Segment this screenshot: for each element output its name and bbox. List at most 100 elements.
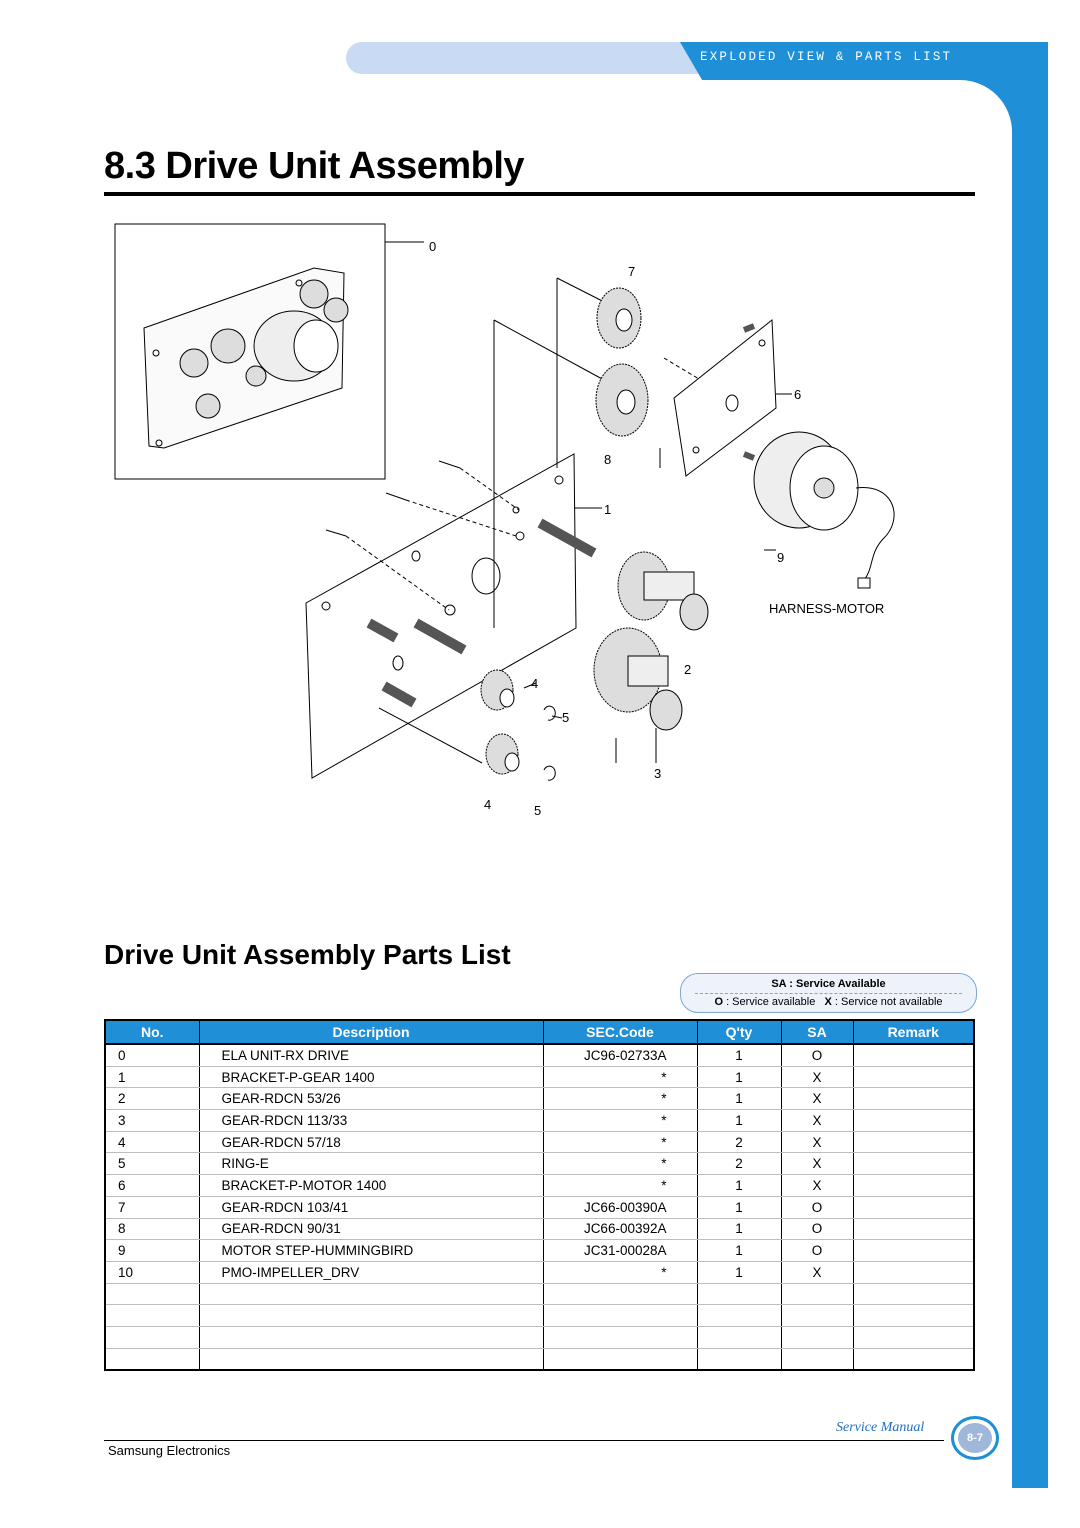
legend-x-key: X bbox=[824, 996, 832, 1008]
cell-no bbox=[104, 1326, 199, 1349]
inset-gear bbox=[179, 348, 209, 378]
callout-4b: 4 bbox=[484, 797, 491, 812]
bracket-hole bbox=[471, 557, 501, 595]
bracket-hole bbox=[758, 339, 766, 347]
cell-sa bbox=[780, 1304, 853, 1327]
screw bbox=[325, 529, 347, 537]
cell-description: MOTOR STEP-HUMMINGBIRD bbox=[198, 1239, 543, 1262]
cell-sec-code: * bbox=[542, 1109, 697, 1132]
gear-pinion bbox=[679, 593, 709, 631]
cell-remark bbox=[852, 1218, 974, 1241]
main-bracket bbox=[305, 453, 577, 779]
cell-no: 9 bbox=[104, 1239, 199, 1262]
cell-no bbox=[104, 1348, 199, 1371]
cell-remark bbox=[852, 1348, 974, 1371]
callout-5: 5 bbox=[562, 710, 569, 725]
cell-description: GEAR-RDCN 113/33 bbox=[198, 1109, 543, 1132]
cell-sec-code: * bbox=[542, 1174, 697, 1197]
callout-6: 6 bbox=[794, 387, 801, 402]
cell-description: GEAR-RDCN 57/18 bbox=[198, 1131, 543, 1154]
shaft bbox=[742, 323, 756, 333]
cell-remark bbox=[852, 1326, 974, 1349]
cell-description bbox=[198, 1283, 543, 1306]
assembly-line bbox=[405, 499, 517, 537]
motor-bracket bbox=[673, 318, 777, 477]
inset-hole bbox=[295, 279, 303, 287]
cell-description: GEAR-RDCN 103/41 bbox=[198, 1196, 543, 1219]
gear-sleeve bbox=[643, 571, 695, 601]
cell-remark bbox=[852, 1066, 974, 1089]
motor-hub bbox=[813, 477, 835, 499]
table-row bbox=[104, 1348, 974, 1371]
gear-hub bbox=[504, 752, 520, 772]
cell-remark bbox=[852, 1131, 974, 1154]
callout-7: 7 bbox=[628, 264, 635, 279]
assembly-line bbox=[663, 357, 715, 389]
col-header-sa: SA bbox=[780, 1020, 853, 1045]
bracket-hole bbox=[692, 446, 700, 454]
assembly-line bbox=[345, 535, 450, 611]
harness-connector bbox=[857, 577, 871, 589]
legend-title: SA : Service Available bbox=[771, 978, 886, 990]
cell-sec-code: JC31-00028A bbox=[542, 1239, 697, 1262]
table-row bbox=[104, 1283, 974, 1306]
cell-sec-code bbox=[542, 1283, 697, 1306]
cell-sec-code: * bbox=[542, 1087, 697, 1111]
cell-sec-code bbox=[542, 1326, 697, 1349]
cell-sa: O bbox=[780, 1044, 853, 1067]
legend-keys: O : Service available X : Service not av… bbox=[681, 996, 976, 1008]
cell-sa: X bbox=[780, 1066, 853, 1089]
assembly-line bbox=[459, 467, 520, 511]
inset-gear bbox=[323, 297, 349, 323]
bracket-hole bbox=[444, 604, 456, 616]
cell-remark bbox=[852, 1239, 974, 1262]
legend-divider bbox=[695, 993, 962, 994]
bracket-hole bbox=[725, 394, 739, 412]
side-bar bbox=[1012, 80, 1048, 1488]
cell-qty: 1 bbox=[696, 1196, 781, 1219]
cell-qty bbox=[696, 1283, 781, 1306]
cell-sa: X bbox=[780, 1174, 853, 1197]
motor-shaft bbox=[742, 451, 756, 461]
cell-sa: X bbox=[780, 1152, 853, 1176]
inset-gear bbox=[299, 279, 329, 309]
legend-o-text: : Service available bbox=[726, 996, 816, 1008]
cell-qty bbox=[696, 1304, 781, 1327]
bracket-hole bbox=[321, 601, 331, 611]
gear-hub bbox=[615, 308, 633, 332]
table-row bbox=[104, 1304, 974, 1327]
cell-description bbox=[198, 1348, 543, 1371]
callout-1: 1 bbox=[604, 502, 611, 517]
cell-qty: 1 bbox=[696, 1066, 781, 1089]
gear-hub bbox=[499, 688, 515, 708]
cell-remark bbox=[852, 1044, 974, 1067]
cell-no: 10 bbox=[104, 1261, 199, 1284]
callout-8: 8 bbox=[604, 452, 611, 467]
cell-sa: O bbox=[780, 1239, 853, 1262]
cell-description: BRACKET-P-GEAR 1400 bbox=[198, 1066, 543, 1089]
cell-remark bbox=[852, 1087, 974, 1111]
cell-no: 4 bbox=[104, 1131, 199, 1154]
cell-remark bbox=[852, 1152, 974, 1176]
callout-harness-motor: HARNESS-MOTOR bbox=[769, 601, 884, 616]
cell-remark bbox=[852, 1196, 974, 1219]
shaft bbox=[381, 681, 417, 708]
gear-pinion bbox=[649, 689, 683, 731]
cell-remark bbox=[852, 1109, 974, 1132]
callout-leader bbox=[523, 682, 537, 689]
cell-description: ELA UNIT-RX DRIVE bbox=[198, 1044, 543, 1067]
cell-qty: 1 bbox=[696, 1261, 781, 1284]
cell-sa: O bbox=[780, 1196, 853, 1219]
cell-sec-code bbox=[542, 1304, 697, 1327]
inset-gear bbox=[195, 393, 221, 419]
callout-2: 2 bbox=[684, 662, 691, 677]
cell-remark bbox=[852, 1174, 974, 1197]
callout-9: 9 bbox=[777, 550, 784, 565]
cell-qty bbox=[696, 1348, 781, 1371]
